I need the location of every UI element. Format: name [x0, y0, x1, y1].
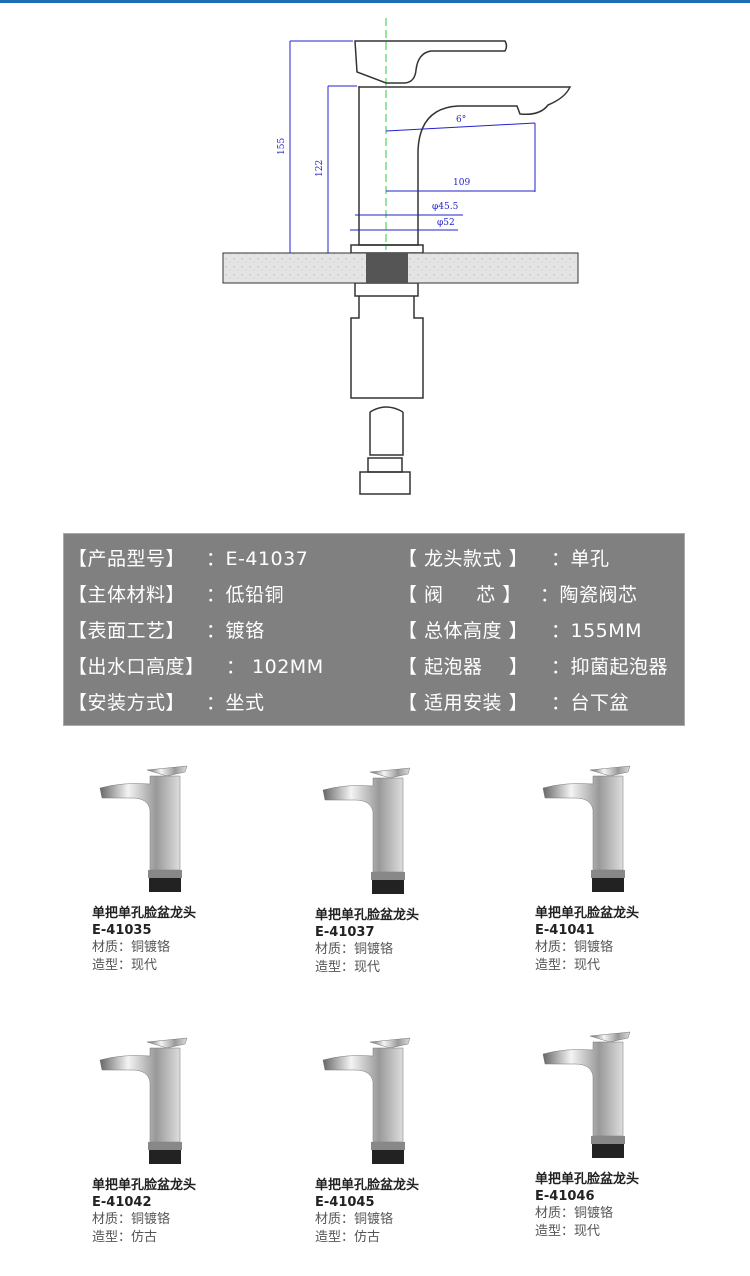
- spec-value: ：E-41037: [206, 548, 309, 570]
- product-material: 材质：铜镀铬: [92, 940, 171, 955]
- spec-label: 【产品型号】: [68, 548, 186, 570]
- product-material: 材质：铜镀铬: [535, 940, 614, 955]
- dim-reach: 109: [453, 178, 470, 188]
- spec-label: 【主体材料】: [68, 584, 186, 606]
- faucet-photo: [92, 1032, 272, 1167]
- faucet-photo: [315, 1032, 495, 1167]
- product-model: E-41042: [92, 1195, 152, 1210]
- spec-label: 【出水口高度】: [68, 656, 205, 678]
- spec-value: ：坐式: [206, 692, 265, 714]
- faucet-dimension-drawing: 155 122 6° 109 φ45.5 φ52: [222, 18, 579, 495]
- product-name: 单把单孔脸盆龙头: [315, 1178, 420, 1193]
- product-model: E-41037: [315, 925, 375, 940]
- top-accent-line: [0, 0, 750, 3]
- spec-label: 【表面工艺】: [68, 620, 186, 642]
- spec-value: ：155MM: [551, 620, 643, 642]
- product-name: 单把单孔脸盆龙头: [535, 1172, 640, 1187]
- product-model: E-41046: [535, 1189, 595, 1204]
- product-name: 单把单孔脸盆龙头: [535, 906, 640, 921]
- faucet-photo: [535, 1026, 715, 1161]
- spec-value: ：台下盆: [551, 692, 630, 714]
- product-card[interactable]: 单把单孔脸盆龙头 E-41045 材质：铜镀铬 造型：仿古: [315, 1032, 495, 1247]
- faucet-photo: [315, 762, 495, 897]
- spec-label: 【 总体高度 】: [398, 620, 529, 642]
- product-material: 材质：铜镀铬: [92, 1212, 171, 1227]
- spec-label: 【安装方式】: [68, 692, 186, 714]
- product-material: 材质：铜镀铬: [315, 942, 394, 957]
- product-style: 造型：现代: [315, 960, 381, 975]
- product-style: 造型：现代: [535, 1224, 601, 1239]
- faucet-photo: [92, 760, 272, 895]
- product-material: 材质：铜镀铬: [535, 1206, 614, 1221]
- spec-table: 【产品型号】 ：E-41037 【 龙头款式 】 ：单孔 【主体材料】 ：低铅铜…: [63, 533, 685, 726]
- dim-total-height: 155: [277, 138, 287, 155]
- product-model: E-41035: [92, 923, 152, 938]
- product-style: 造型：现代: [535, 958, 601, 973]
- spec-value: ：抑菌起泡器: [551, 656, 669, 678]
- spec-value: ： 102MM: [226, 656, 324, 678]
- product-name: 单把单孔脸盆龙头: [92, 906, 197, 921]
- dim-dia-inner: φ45.5: [432, 202, 459, 212]
- product-card[interactable]: 单把单孔脸盆龙头 E-41042 材质：铜镀铬 造型：仿古: [92, 1032, 272, 1247]
- spec-value: ：镀铬: [206, 620, 265, 642]
- dim-angle: 6°: [456, 115, 466, 125]
- product-card[interactable]: 单把单孔脸盆龙头 E-41041 材质：铜镀铬 造型：现代: [535, 760, 715, 975]
- spec-value: ：陶瓷阀芯: [540, 584, 638, 606]
- product-card[interactable]: 单把单孔脸盆龙头 E-41046 材质：铜镀铬 造型：现代: [535, 1026, 715, 1241]
- product-style: 造型：仿古: [315, 1230, 381, 1245]
- dim-dia-outer: φ52: [437, 218, 455, 228]
- spec-value: ：单孔: [551, 548, 610, 570]
- product-style: 造型：现代: [92, 958, 158, 973]
- spec-label: 【 适用安装 】: [398, 692, 529, 714]
- dim-body-height: 122: [315, 160, 325, 177]
- product-material: 材质：铜镀铬: [315, 1212, 394, 1227]
- spec-label: 【 龙头款式 】: [398, 548, 529, 570]
- faucet-photo: [535, 760, 715, 895]
- spec-label: 【 阀 芯 】: [398, 584, 522, 606]
- product-name: 单把单孔脸盆龙头: [315, 908, 420, 923]
- product-card[interactable]: 单把单孔脸盆龙头 E-41037 材质：铜镀铬 造型：现代: [315, 762, 495, 977]
- product-style: 造型：仿古: [92, 1230, 158, 1245]
- product-model: E-41041: [535, 923, 595, 938]
- spec-label: 【 起泡器 】: [398, 656, 529, 678]
- product-name: 单把单孔脸盆龙头: [92, 1178, 197, 1193]
- spec-value: ：低铅铜: [206, 584, 285, 606]
- product-card[interactable]: 单把单孔脸盆龙头 E-41035 材质：铜镀铬 造型：现代: [92, 760, 272, 975]
- product-model: E-41045: [315, 1195, 375, 1210]
